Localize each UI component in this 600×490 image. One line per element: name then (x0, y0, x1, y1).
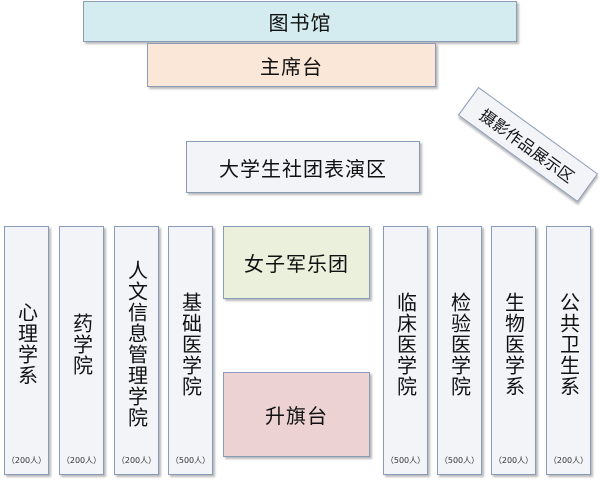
rostrum-label: 主席台 (260, 54, 323, 79)
photo-exhibition-area: 摄影作品展示区 (457, 86, 599, 203)
college-name: 心理学系 (14, 302, 39, 386)
women-corps-label: 女子军乐团 (244, 252, 349, 276)
college-name: 药学院 (69, 312, 94, 376)
college-column: 生物医学系 （200人） (491, 226, 536, 475)
college-column: 药学院 （200人） (59, 226, 104, 475)
college-column: 公共卫生系 （200人） (546, 226, 591, 475)
college-count: （200人） (116, 456, 157, 465)
college-count: （200人） (493, 456, 534, 465)
college-column: 临床医学院 （500人） (383, 226, 428, 475)
library-block: 图书馆 (83, 1, 517, 42)
photo-area-label: 摄影作品展示区 (476, 105, 579, 187)
college-name: 临床医学院 (393, 291, 418, 397)
college-name: 公共卫生系 (556, 291, 581, 397)
flag-platform-label: 升旗台 (265, 404, 328, 428)
college-count: （200人） (548, 456, 589, 465)
performance-area-label: 大学生社团表演区 (219, 156, 387, 181)
women-corps-block: 女子军乐团 (223, 226, 370, 299)
college-name: 检验医学院 (447, 291, 472, 397)
college-count: （500人） (170, 456, 211, 465)
college-count: （200人） (6, 456, 47, 465)
rostrum-block: 主席台 (147, 43, 436, 87)
college-column: 基础医学院 （500人） (168, 226, 213, 475)
library-label: 图书馆 (268, 11, 332, 35)
college-name: 人文信息管理学院 (124, 260, 149, 428)
performance-area-block: 大学生社团表演区 (186, 141, 420, 193)
college-count: （200人） (61, 456, 102, 465)
college-count: （500人） (439, 456, 480, 465)
college-name: 基础医学院 (178, 291, 203, 397)
flag-platform-block: 升旗台 (223, 372, 370, 457)
college-count: （500人） (385, 456, 426, 465)
college-column: 检验医学院 （500人） (437, 226, 482, 475)
college-name: 生物医学系 (501, 291, 526, 397)
college-column: 心理学系 （200人） (4, 226, 49, 475)
college-column: 人文信息管理学院 （200人） (114, 226, 159, 475)
